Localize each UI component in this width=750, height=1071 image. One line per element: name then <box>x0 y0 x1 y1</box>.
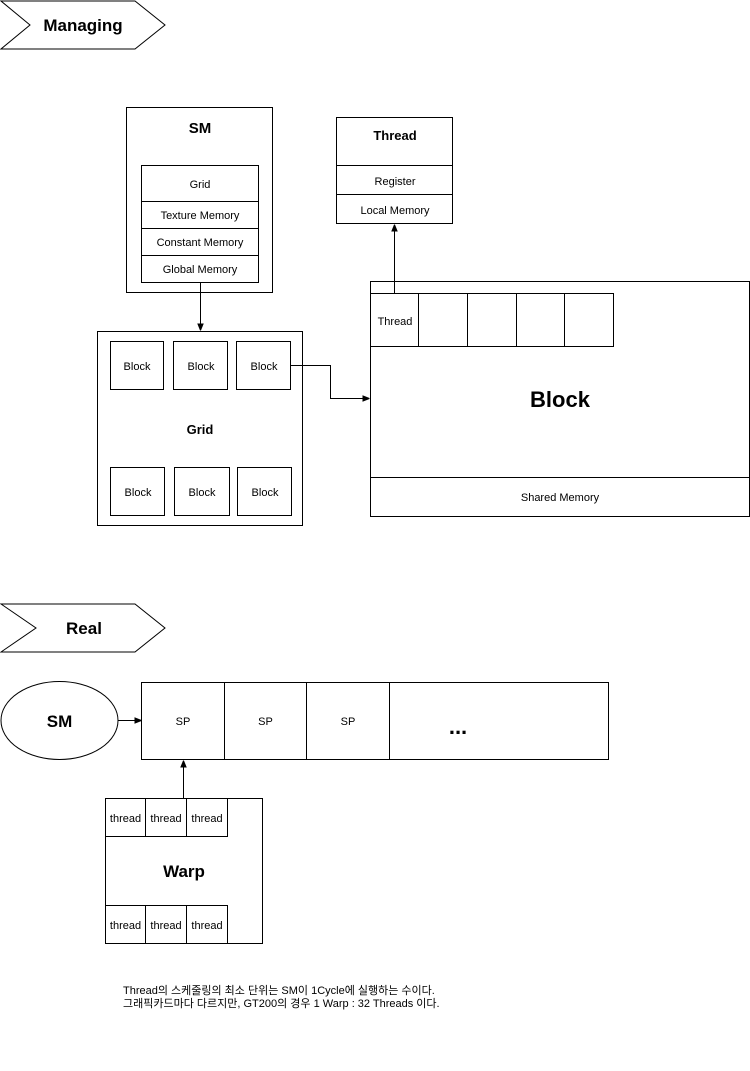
block-box: Thread Block Shared Memory <box>370 281 750 517</box>
grid-block <box>236 341 291 390</box>
sp-cell-label: SP <box>258 716 273 728</box>
section-tag-managing: Managing <box>0 0 166 50</box>
grid-block-label: Block <box>124 361 151 373</box>
shared-memory-label: Shared Memory <box>521 492 600 504</box>
sm-row-global-memory <box>141 255 259 283</box>
grid-block-label: Block <box>188 361 215 373</box>
block-thread-label: Thread <box>378 316 413 328</box>
warp-title: Warp <box>163 862 205 881</box>
warp-thread-cell <box>105 798 146 837</box>
sm-box: SM Grid Texture Memory Constant Memory G… <box>126 107 273 293</box>
grid-block <box>174 467 230 516</box>
warp-thread-label: thread <box>191 920 222 932</box>
section-tag-managing-label: Managing <box>43 16 122 35</box>
section-tag-real-label: Real <box>66 619 102 638</box>
sm-row-global-memory-label: Global Memory <box>163 264 238 276</box>
sm-row-constant-memory-label: Constant Memory <box>157 237 244 249</box>
warp-thread-label: thread <box>110 920 141 932</box>
grid-block <box>173 341 228 390</box>
warp-thread-label: thread <box>150 920 181 932</box>
sp-cell-label: SP <box>341 716 356 728</box>
footnote-line-2: 그래픽카드마다 다르지만, GT200의 경우 1 Warp : 32 Thre… <box>123 998 440 1010</box>
block-thread-cell <box>564 293 614 347</box>
section-tag-real: Real <box>0 603 166 653</box>
warp-thread-label: thread <box>150 813 181 825</box>
footnote-line-1: Thread의 스케줄링의 최소 단위는 SM이 1Cycle에 실행하는 수이… <box>123 985 435 997</box>
thread-box-title: Thread <box>373 128 416 143</box>
block-thread-cell <box>516 293 565 347</box>
real-sm-label: SM <box>47 712 73 731</box>
block-thread-cell <box>370 293 419 347</box>
grid-block <box>110 467 165 516</box>
warp-box: thread thread thread Warp thread thread … <box>105 798 263 944</box>
grid-block <box>237 467 292 516</box>
block-thread-cell <box>467 293 517 347</box>
warp-thread-cell <box>145 905 187 944</box>
sp-cell-label: SP <box>176 716 191 728</box>
real-sm-node: SM <box>0 681 119 760</box>
thread-row-register-label: Register <box>375 176 416 188</box>
grid-block-label: Block <box>251 361 278 373</box>
thread-row-local-memory <box>336 194 453 224</box>
warp-thread-label: thread <box>110 813 141 825</box>
thread-row-local-memory-label: Local Memory <box>360 205 430 217</box>
sm-row-texture-memory-label: Texture Memory <box>161 210 240 222</box>
arrow-grid-block-to-block <box>291 365 369 399</box>
thread-row-register <box>336 165 453 195</box>
warp-thread-label: thread <box>191 813 222 825</box>
sp-ellipsis: ... <box>449 714 467 739</box>
grid-block-label: Block <box>125 487 152 499</box>
grid-block <box>110 341 164 390</box>
block-box-title: Block <box>530 387 591 412</box>
grid-block-label: Block <box>189 487 216 499</box>
sm-row-grid-label: Grid <box>190 179 211 191</box>
grid-box-title: Grid <box>187 422 214 437</box>
warp-thread-cell <box>186 798 228 837</box>
thread-box: Thread Register Local Memory <box>336 117 453 224</box>
sp-row: SP SP SP ... <box>141 682 609 760</box>
sm-box-title: SM <box>189 120 212 137</box>
block-thread-cell <box>418 293 468 347</box>
sm-row-texture-memory <box>141 201 259 229</box>
sm-row-constant-memory <box>141 228 259 256</box>
footnote: Thread의 스케줄링의 최소 단위는 SM이 1Cycle에 실행하는 수이… <box>123 985 440 1011</box>
grid-block-label: Block <box>252 487 279 499</box>
grid-box: Block Block Block Grid Block Block Block <box>97 331 303 526</box>
warp-thread-cell <box>186 905 228 944</box>
